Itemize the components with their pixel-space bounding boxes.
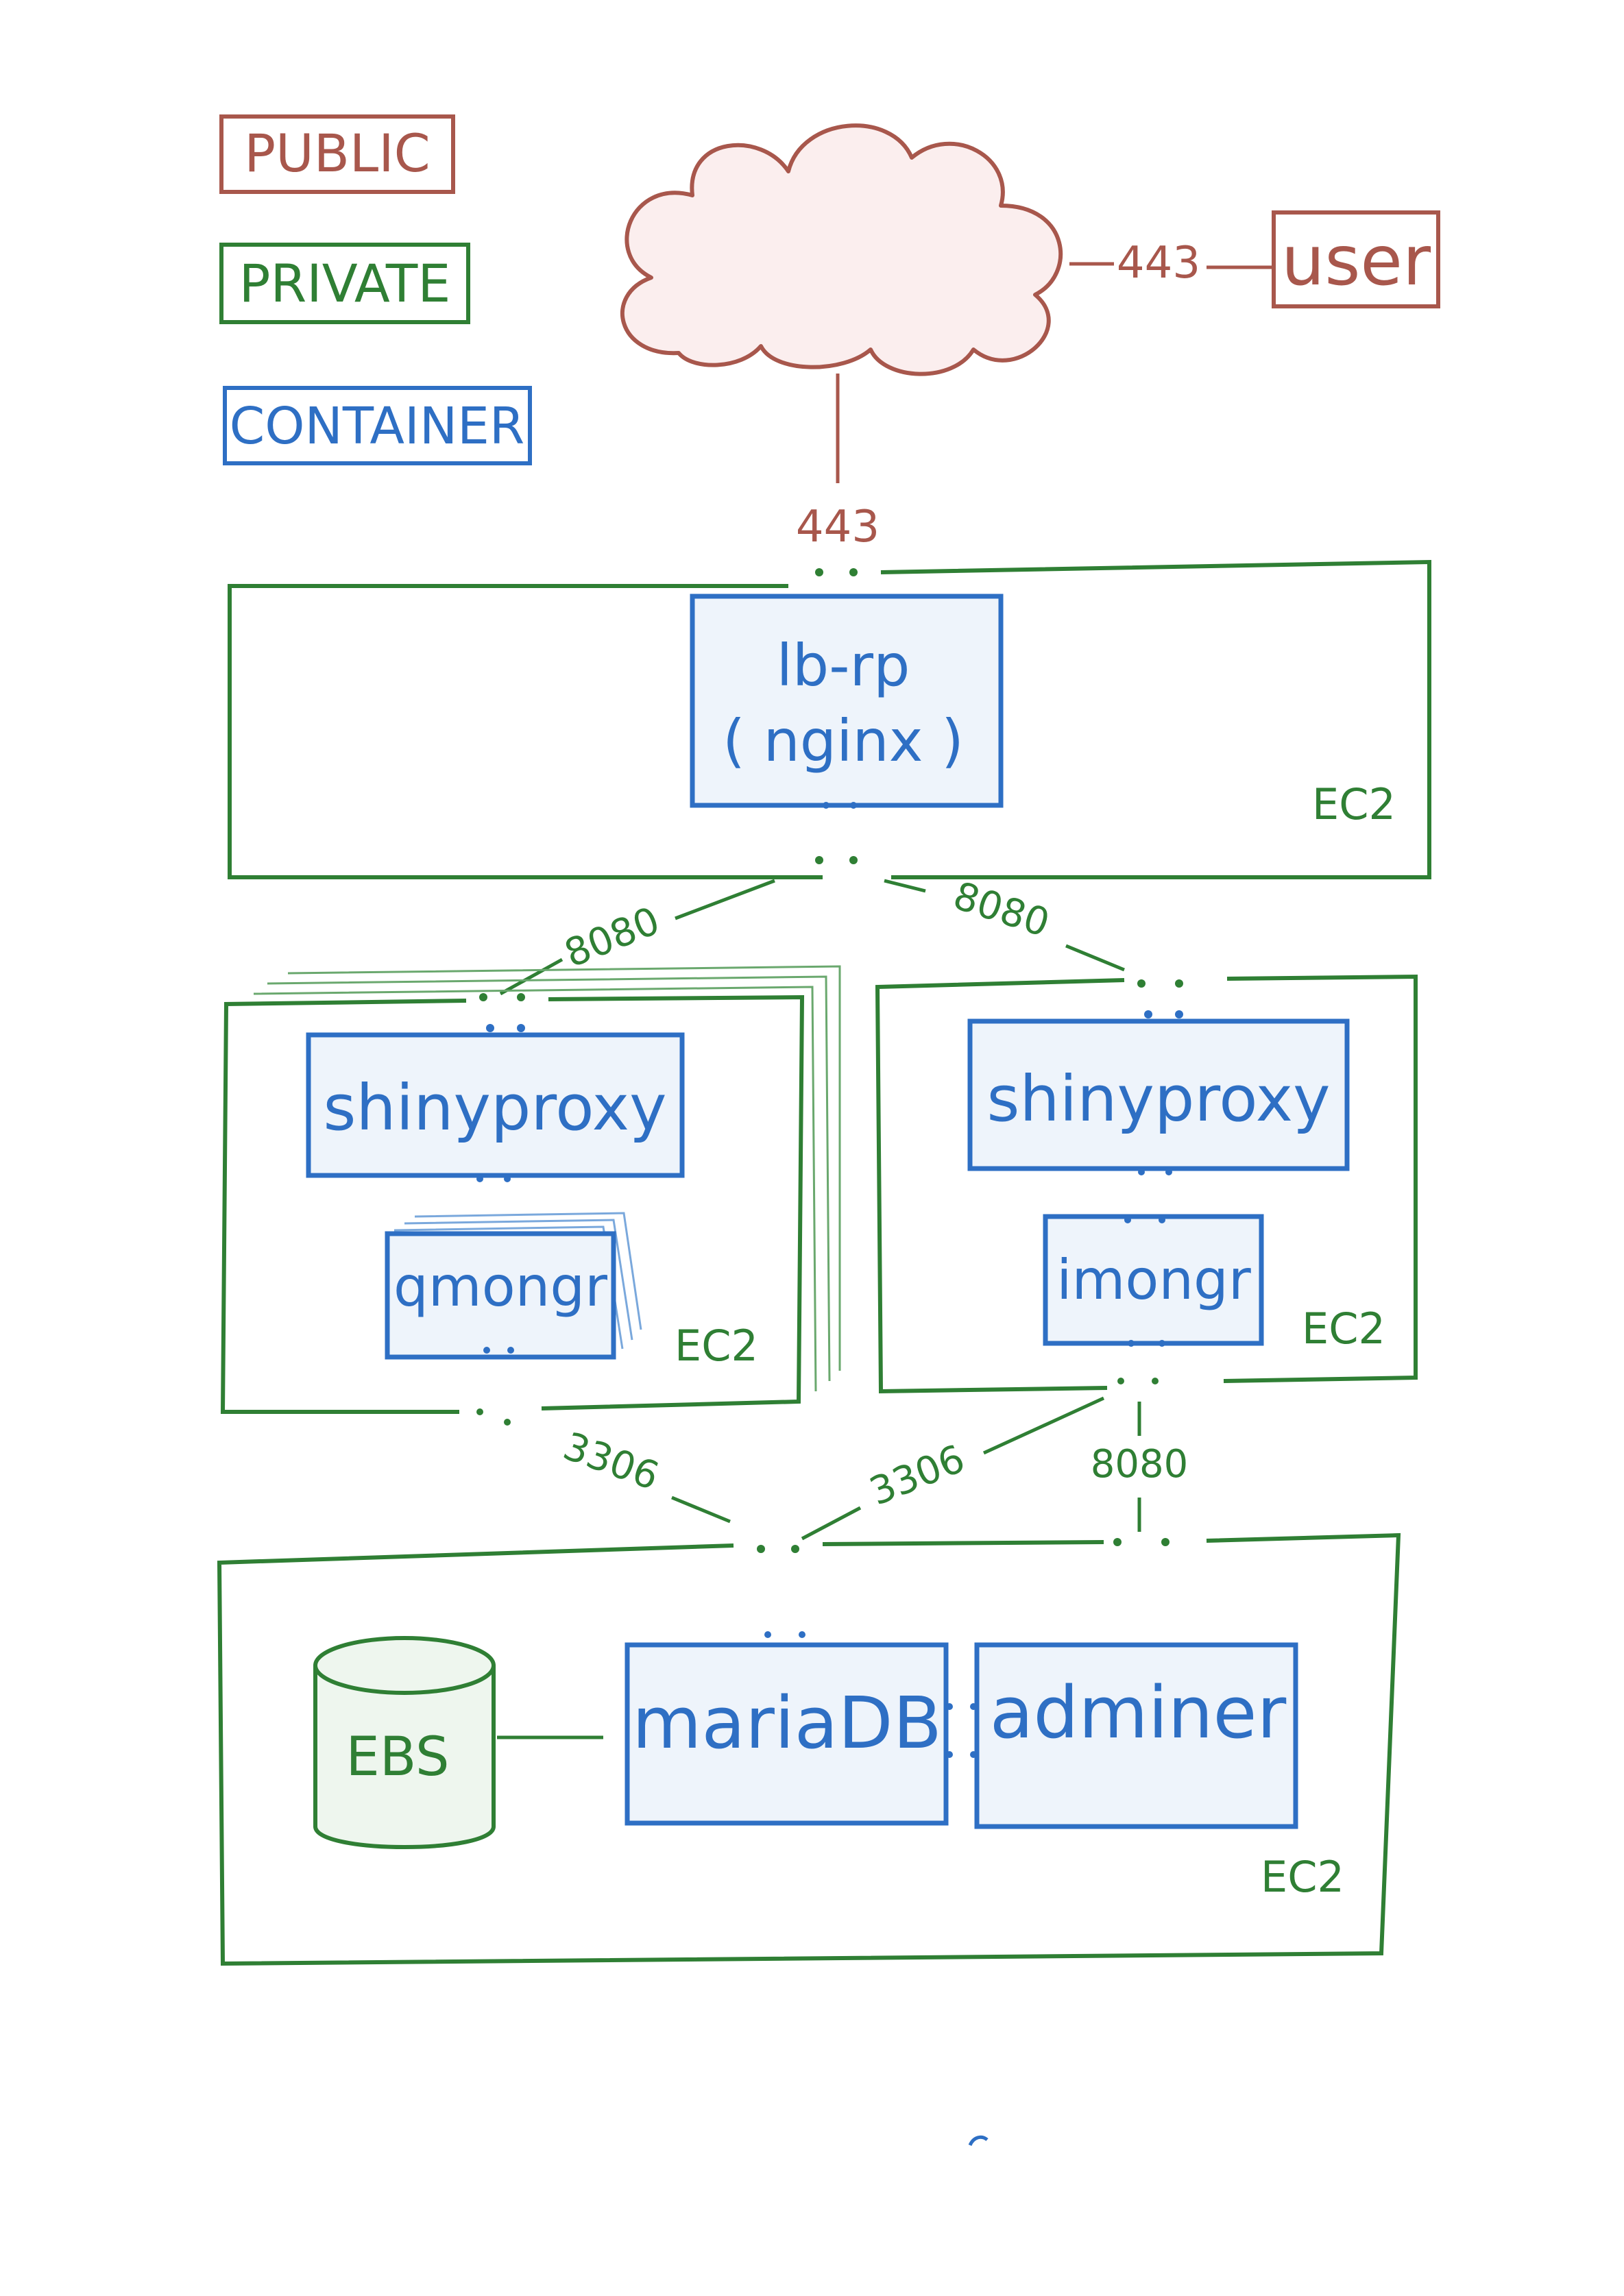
port-dot bbox=[476, 1408, 483, 1415]
app-ec2-left-label: EC2 bbox=[675, 1321, 758, 1371]
shinyproxy-left-label: shinyproxy bbox=[323, 1071, 666, 1145]
port-dot bbox=[1152, 1378, 1159, 1384]
db-ec2-instance: EBS mariaDB adminer EC2 bbox=[217, 1532, 1401, 1966]
app-db-links: 3306 3306 8080 bbox=[476, 1378, 1189, 1541]
port-dot bbox=[504, 1419, 511, 1426]
port-dot bbox=[850, 802, 857, 809]
lb-rp-container bbox=[690, 594, 1004, 808]
cloud-icon bbox=[620, 123, 1063, 376]
port-dot bbox=[815, 856, 823, 864]
internet: 443 user 443 bbox=[620, 123, 1440, 552]
port-dot bbox=[1175, 979, 1183, 988]
cloud-user-port: 443 bbox=[1117, 238, 1200, 289]
port-dot bbox=[791, 1545, 799, 1553]
cloud-lb-port: 443 bbox=[796, 502, 880, 552]
db-ec2-border bbox=[217, 1532, 1401, 1966]
user-box bbox=[1272, 210, 1440, 308]
legend-container-label: CONTAINER bbox=[230, 397, 525, 456]
right-port-admin: 8080 bbox=[1091, 1442, 1189, 1487]
stray-pen-mark bbox=[968, 2135, 989, 2147]
stack-shadow-1 bbox=[253, 986, 817, 1392]
legend-public-box bbox=[219, 114, 455, 194]
shinyproxy-right-container bbox=[967, 1018, 1350, 1171]
db-ec2-label: EC2 bbox=[1261, 1852, 1344, 1902]
stack-shadow-2 bbox=[267, 975, 831, 1382]
port-dot bbox=[764, 1631, 771, 1638]
port-dot bbox=[476, 1175, 483, 1182]
lb-ec2-border bbox=[228, 559, 1431, 879]
shinyproxy-right-label: shinyproxy bbox=[986, 1062, 1330, 1136]
port-dot bbox=[946, 1751, 953, 1758]
port-dot bbox=[517, 1024, 525, 1032]
shinyproxy-left-container bbox=[306, 1032, 685, 1178]
qmongr-stack-3 bbox=[414, 1212, 642, 1330]
lb-ec2-instance: lb-rp ( nginx ) EC2 bbox=[228, 559, 1431, 879]
lb-rp-engine: ( nginx ) bbox=[723, 707, 964, 774]
port-dot bbox=[799, 1631, 805, 1638]
app-ec2-right-border bbox=[875, 974, 1418, 1394]
lb-rp-name: lb-rp bbox=[777, 632, 910, 699]
ebs-label: EBS bbox=[346, 1726, 450, 1788]
lb-left-link bbox=[499, 879, 775, 996]
lb-right-link bbox=[884, 879, 1125, 972]
port-dot bbox=[946, 1703, 953, 1710]
app-ec2-right-label: EC2 bbox=[1302, 1304, 1385, 1354]
adminer-container bbox=[974, 1642, 1298, 1829]
port-dot bbox=[815, 568, 823, 576]
right-port-in: 8080 bbox=[948, 873, 1055, 946]
legend-private-label: PRIVATE bbox=[239, 253, 451, 314]
port-dot bbox=[1159, 1217, 1165, 1223]
app-ec2-left: shinyproxy qmongr EC2 bbox=[220, 965, 841, 1414]
legend: PUBLIC PRIVATE CONTAINER bbox=[219, 114, 532, 465]
port-dot bbox=[849, 856, 858, 864]
left-port-in: 8080 bbox=[559, 899, 666, 977]
right-port-db: 3306 bbox=[864, 1437, 971, 1515]
port-dot bbox=[517, 993, 525, 1001]
port-dot bbox=[1144, 1010, 1152, 1018]
port-dot bbox=[483, 1347, 490, 1354]
port-dot bbox=[504, 1175, 511, 1182]
lb-ec2-label: EC2 bbox=[1312, 779, 1396, 829]
qmongr-stack-1 bbox=[393, 1225, 624, 1349]
left-db-link bbox=[671, 1495, 731, 1524]
user-label: user bbox=[1281, 221, 1431, 301]
lb-app-links: 8080 8080 bbox=[499, 873, 1125, 996]
qmongr-stack-2 bbox=[404, 1219, 633, 1341]
legend-public-label: PUBLIC bbox=[244, 123, 430, 184]
port-dot bbox=[1159, 1340, 1165, 1347]
imongr-label: imongr bbox=[1056, 1248, 1251, 1312]
port-dot bbox=[849, 568, 858, 576]
port-dot bbox=[1137, 979, 1146, 988]
port-dot bbox=[507, 1347, 514, 1354]
legend-private-box bbox=[219, 243, 470, 324]
port-dot bbox=[1117, 1378, 1124, 1384]
mariadb-label: mariaDB bbox=[632, 1681, 942, 1765]
port-dot bbox=[1175, 1010, 1183, 1018]
legend-container-box bbox=[223, 386, 532, 465]
port-dot bbox=[1124, 1217, 1131, 1223]
port-dot bbox=[1138, 1169, 1145, 1175]
qmongr-label: qmongr bbox=[393, 1255, 607, 1319]
port-dot bbox=[486, 1024, 494, 1032]
right-db-link bbox=[801, 1396, 1105, 1541]
port-dot bbox=[1128, 1340, 1135, 1347]
port-dot bbox=[479, 993, 487, 1001]
port-dot bbox=[1161, 1538, 1169, 1546]
qmongr-container bbox=[385, 1231, 616, 1360]
app-ec2-right: shinyproxy imongr EC2 bbox=[875, 974, 1418, 1394]
port-dot bbox=[823, 802, 829, 809]
port-dot bbox=[1113, 1538, 1122, 1546]
port-dot bbox=[757, 1545, 765, 1553]
left-port-db: 3306 bbox=[557, 1424, 664, 1500]
imongr-container bbox=[1043, 1214, 1264, 1346]
adminer-label: adminer bbox=[990, 1671, 1287, 1755]
stack-shadow-3 bbox=[287, 965, 841, 1371]
mariadb-container bbox=[625, 1642, 949, 1826]
app-ec2-left-border bbox=[220, 994, 805, 1414]
ebs-volume-icon bbox=[313, 1636, 496, 1849]
port-dot bbox=[1165, 1169, 1172, 1175]
